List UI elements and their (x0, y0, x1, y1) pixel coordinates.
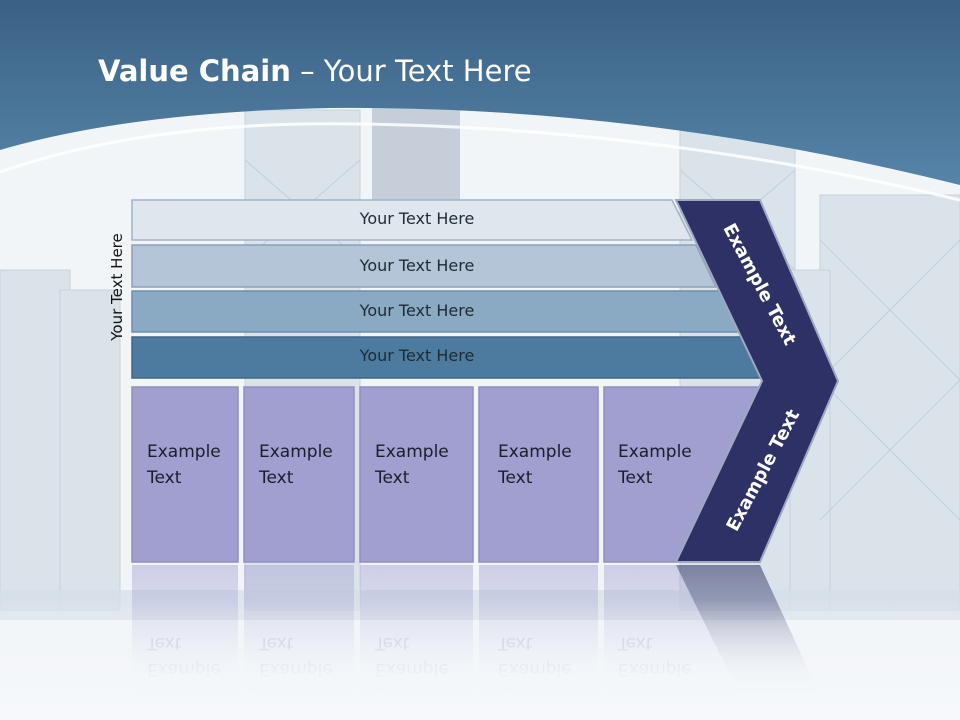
bar-4-label: Your Text Here (359, 346, 475, 365)
box-3 (359, 386, 474, 563)
box-1-label: Example Text (147, 442, 221, 488)
box-2 (243, 386, 355, 563)
bar-1 (131, 199, 694, 241)
bar-2-label: Your Text Here (359, 256, 475, 275)
box-4 (478, 386, 599, 563)
title-rest: – Your Text Here (290, 54, 532, 88)
margin-chevron (674, 199, 840, 563)
box-3-label: Example Text (375, 442, 449, 488)
box-2-label: Example Text (259, 442, 333, 488)
box-4-label: Example Text (498, 442, 572, 488)
page-title: Value Chain – Your Text Here (98, 54, 532, 88)
title-bold: Value Chain (98, 54, 291, 88)
bottom-fade (0, 600, 960, 720)
bar-3-label: Your Text Here (359, 301, 475, 320)
bar-1-label: Your Text Here (359, 209, 475, 228)
box-5-label: Example Text (618, 442, 692, 488)
bar-2 (131, 244, 718, 288)
box-1 (131, 386, 239, 563)
